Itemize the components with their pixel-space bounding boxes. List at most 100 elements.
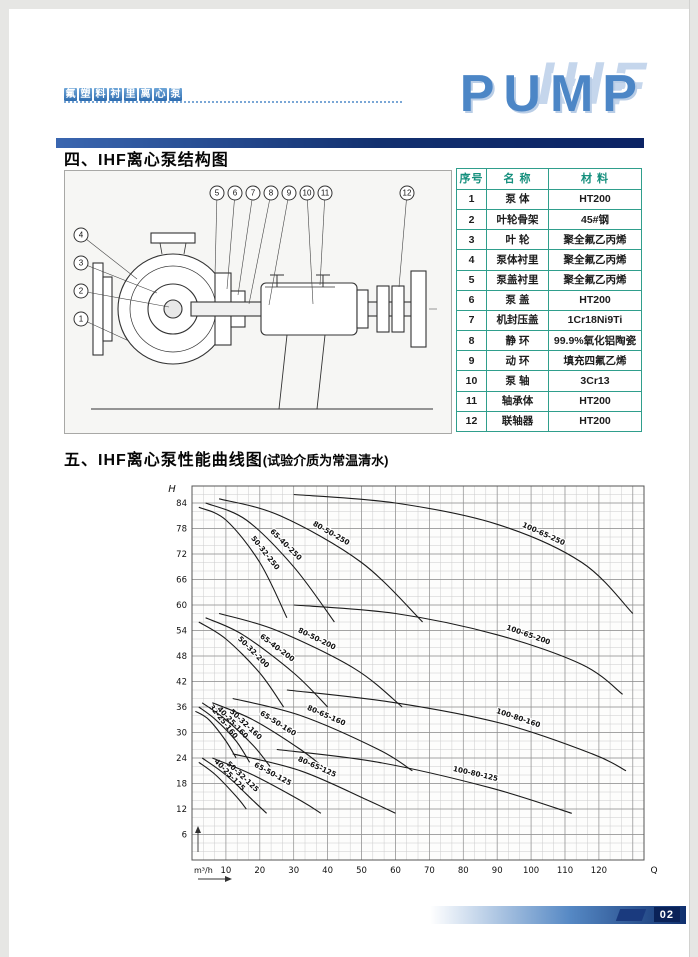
impeller-hub — [163, 299, 183, 319]
section-curves-heading: 五、IHF离心泵性能曲线图(试验介质为常温清水) — [64, 446, 388, 470]
svg-text:40: 40 — [322, 866, 333, 876]
svg-text:36: 36 — [176, 703, 187, 713]
callout-balloon — [73, 255, 89, 271]
svg-text:3: 3 — [79, 259, 84, 268]
curve-50-32-200 — [198, 621, 285, 708]
svg-text:18: 18 — [176, 780, 187, 790]
svg-text:78: 78 — [176, 525, 187, 535]
callout-balloon — [399, 185, 415, 201]
pump-wordmark: PUMP — [459, 65, 646, 123]
svg-text:70: 70 — [424, 866, 435, 876]
curve-100-65-200 — [293, 604, 623, 695]
svg-text:30: 30 — [288, 866, 299, 876]
section-structure-heading: 四、IHF离心泵结构图 — [64, 152, 229, 169]
svg-text:110: 110 — [557, 866, 573, 876]
title-char-tile: 心 — [154, 88, 167, 101]
callout-balloon — [299, 185, 315, 201]
bearing-housing — [260, 282, 358, 336]
svg-text:54: 54 — [176, 627, 187, 637]
callout-balloon — [263, 185, 279, 201]
footer-bar — [430, 906, 686, 924]
curve-80-65-160 — [232, 697, 413, 772]
callout-balloon — [317, 185, 333, 201]
callout-balloon — [73, 311, 89, 327]
svg-text:12: 12 — [403, 189, 412, 198]
svg-text:100: 100 — [523, 866, 539, 876]
svg-text:7: 7 — [251, 189, 256, 198]
callout-balloon — [281, 185, 297, 201]
section-curves-heading-main: 五、IHF离心泵性能曲线图 — [64, 452, 263, 469]
page-number: 02 — [653, 907, 680, 922]
curve-80-65-125 — [232, 753, 396, 814]
title-char-tile: 塑 — [79, 88, 92, 101]
suction-flange — [92, 262, 104, 356]
svg-text:90: 90 — [492, 866, 503, 876]
svg-text:48: 48 — [176, 652, 187, 662]
bearing-cap — [356, 289, 369, 329]
curve-50-32-250 — [198, 506, 288, 619]
svg-text:10: 10 — [303, 189, 312, 198]
curve-80-50-200 — [218, 612, 403, 708]
title-char-tile: 离 — [139, 88, 152, 101]
curve-65-50-125 — [212, 757, 322, 814]
svg-text:12: 12 — [176, 805, 187, 815]
page-edge-left — [0, 0, 9, 957]
curve-100-65-250 — [293, 493, 634, 614]
curve-65-50-160 — [212, 702, 328, 772]
page-edge-top — [0, 0, 698, 9]
svg-text:80: 80 — [458, 866, 469, 876]
curve-32-25-160 — [195, 710, 237, 759]
dotted-divider — [64, 101, 402, 103]
svg-text:6: 6 — [182, 831, 187, 841]
curve-65-40-250 — [205, 502, 335, 623]
curve-80-50-250 — [218, 498, 423, 623]
title-char-tile: 氟 — [64, 88, 77, 101]
svg-text:9: 9 — [287, 189, 292, 198]
curve-100-80-125 — [276, 748, 572, 814]
svg-text:72: 72 — [176, 550, 187, 560]
svg-text:50: 50 — [356, 866, 367, 876]
svg-text:4: 4 — [79, 231, 84, 240]
callout-balloon — [245, 185, 261, 201]
callout-balloon — [227, 185, 243, 201]
svg-text:H: H — [168, 484, 176, 495]
gland-bolts — [265, 274, 335, 288]
svg-text:8: 8 — [269, 189, 274, 198]
callout-balloon — [209, 185, 225, 201]
parts-table-header: 序号名 称材 料 — [456, 168, 642, 190]
header-rule-bar — [56, 138, 644, 148]
svg-text:66: 66 — [176, 576, 187, 586]
svg-text:24: 24 — [176, 754, 187, 764]
svg-text:1: 1 — [79, 315, 84, 324]
svg-text:30: 30 — [176, 729, 187, 739]
page-edge-right — [689, 0, 698, 957]
title-char-tile: 泵 — [169, 88, 182, 101]
svg-text:84: 84 — [176, 499, 187, 509]
page-topic-title: 氟塑料衬里离心泵 — [64, 84, 184, 102]
callout-balloon — [73, 227, 89, 243]
svg-text:42: 42 — [176, 678, 187, 688]
svg-text:60: 60 — [390, 866, 401, 876]
svg-text:2: 2 — [79, 287, 84, 296]
curve-100-80-160 — [286, 689, 627, 772]
chart-grid — [191, 485, 645, 861]
svg-text:60: 60 — [176, 601, 187, 611]
svg-text:Q: Q — [650, 866, 657, 876]
